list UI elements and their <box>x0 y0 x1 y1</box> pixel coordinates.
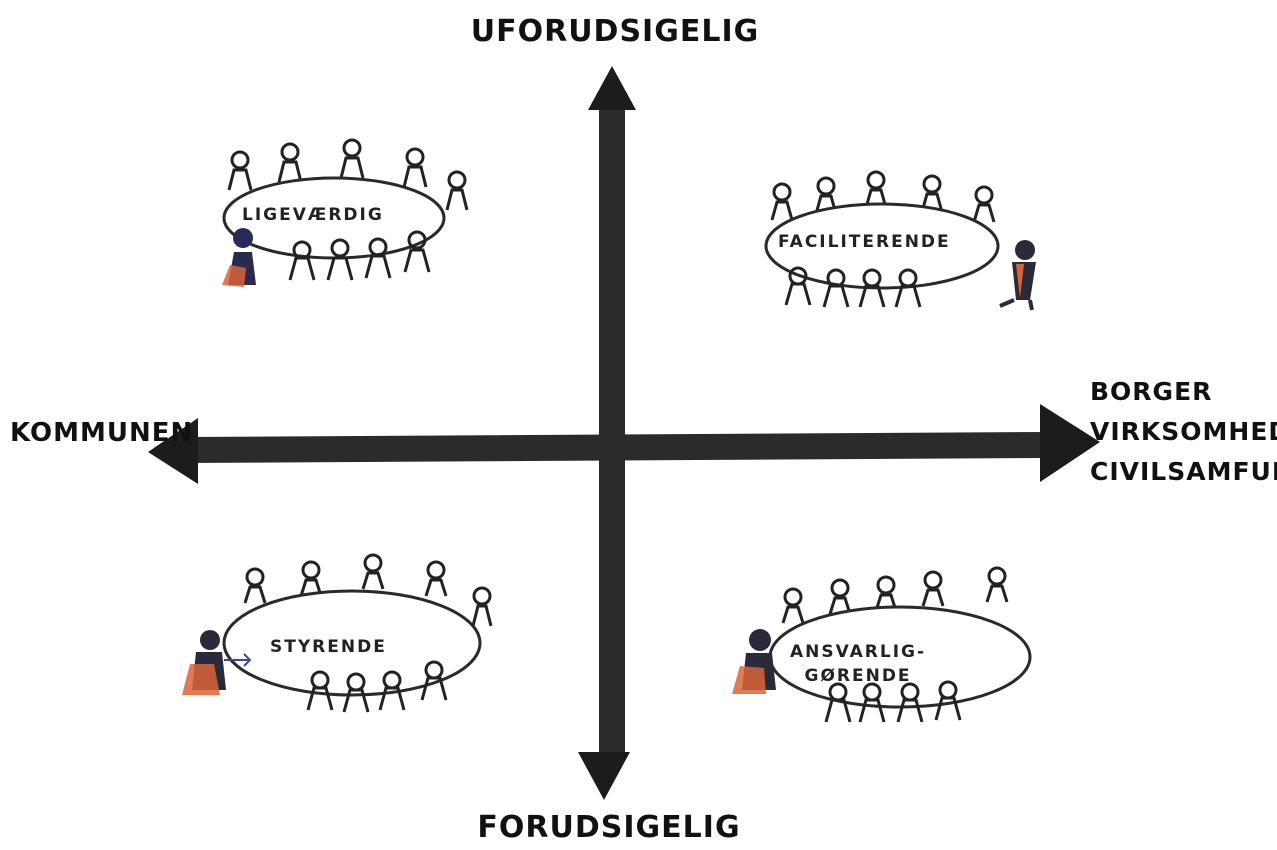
person-icon <box>227 138 469 211</box>
arrow-down-icon <box>578 752 630 800</box>
quadrant-label-faciliterende: FACILITERENDE <box>778 232 951 252</box>
vertical-axis <box>578 66 636 800</box>
meeting-table-faciliterende <box>764 170 1036 311</box>
quadrant-label-ligevaerdig: LIGEVÆRDIG <box>242 205 384 225</box>
meeting-table-styrende <box>182 553 493 713</box>
leader-person-icon <box>182 630 252 695</box>
leader-person-icon <box>732 629 776 694</box>
arrow-right-icon <box>1040 404 1100 482</box>
axis-label-bottom: FORUDSIGELIG <box>477 810 741 845</box>
quadrant-label-line: GØRENDE <box>804 666 912 686</box>
leader-person-icon <box>999 240 1036 311</box>
leader-person-icon <box>222 228 256 287</box>
arrow-left-icon <box>148 418 198 484</box>
axis-label-top: UFORUDSIGELIG <box>470 14 760 49</box>
person-icon <box>781 566 1009 624</box>
person-icon <box>243 553 493 627</box>
person-icon <box>288 230 431 281</box>
quadrant-label-styrende: STYRENDE <box>270 637 387 657</box>
person-icon <box>306 660 448 713</box>
meeting-table-ansvarliggorende <box>732 566 1032 723</box>
horizontal-axis <box>148 404 1100 484</box>
person-icon <box>824 680 962 723</box>
meeting-table-ligevaerdig <box>222 138 469 287</box>
axis-label-right-line: VIRKSOMHED <box>1090 417 1277 446</box>
person-icon <box>770 170 996 223</box>
axis-label-right-line: BORGER <box>1090 377 1213 406</box>
quadrant-label-line: ANSVARLIG- <box>790 642 927 662</box>
person-icon <box>784 266 922 308</box>
axis-label-left: KOMMUNEN <box>10 418 194 448</box>
arrow-up-icon <box>588 66 636 110</box>
quadrant-label-ansvarliggorende: ANSVARLIG- GØRENDE <box>790 640 926 688</box>
axis-label-right: BORGER VIRKSOMHED CIVILSAMFUND <box>1090 372 1277 492</box>
axis-label-right-line: CIVILSAMFUND <box>1090 457 1277 486</box>
